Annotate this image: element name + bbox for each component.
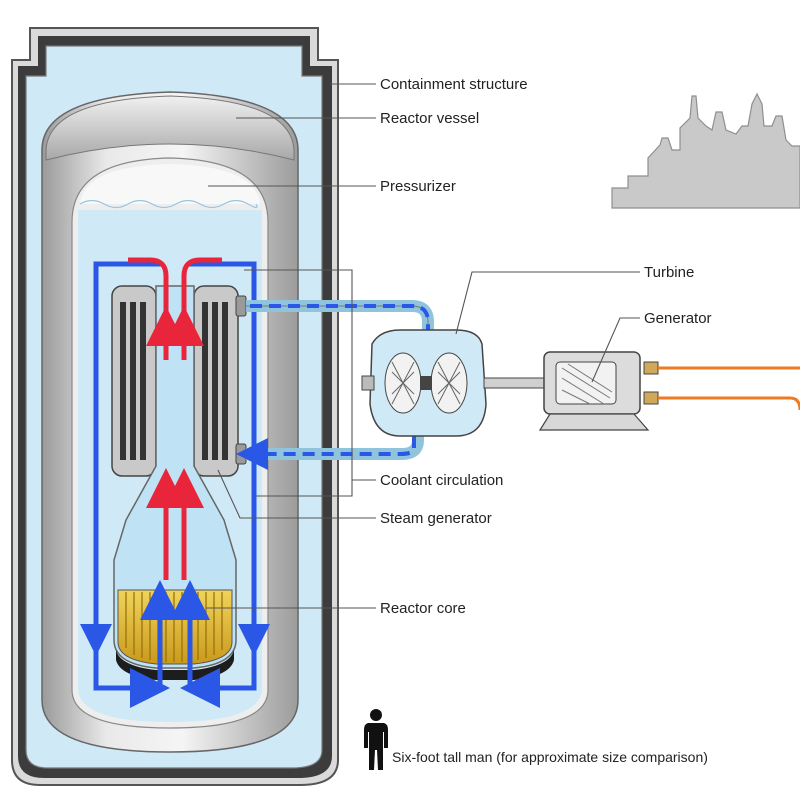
label-turbine: Turbine xyxy=(644,264,694,281)
steam-pipes xyxy=(236,300,434,470)
generator xyxy=(538,351,659,431)
label-reactor-core: Reactor core xyxy=(380,600,466,617)
label-steam-generator: Steam generator xyxy=(380,510,492,527)
label-pressurizer: Pressurizer xyxy=(380,178,456,195)
cold-coolant-flow xyxy=(80,261,270,708)
power-lines xyxy=(658,366,800,411)
city-skyline xyxy=(611,92,800,209)
label-size-comparison: Six-foot tall man (for approximate size … xyxy=(392,749,708,765)
label-reactor-vessel: Reactor vessel xyxy=(380,110,479,127)
steam-generator-left xyxy=(111,285,157,477)
turbine xyxy=(361,329,487,437)
hot-coolant-flow xyxy=(128,257,222,580)
steam-generator-right xyxy=(193,285,247,477)
label-generator: Generator xyxy=(644,310,712,327)
label-containment-structure: Containment structure xyxy=(380,76,528,93)
coolant-bracket xyxy=(244,269,353,497)
label-coolant-circulation: Coolant circulation xyxy=(380,472,503,489)
man-silhouette-icon xyxy=(364,709,388,770)
turbine-shaft xyxy=(483,377,547,389)
leader-lines xyxy=(206,83,640,609)
